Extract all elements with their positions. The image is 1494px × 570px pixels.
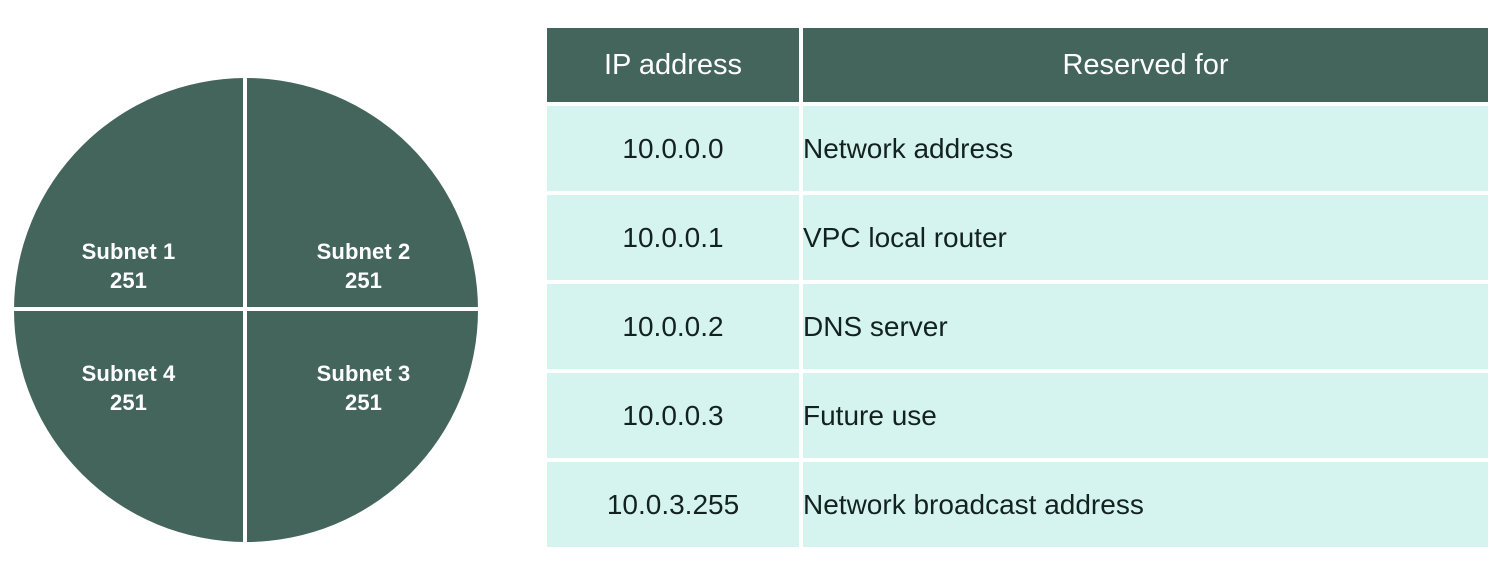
- cell-ip-address: 10.0.0.1: [547, 191, 803, 280]
- cell-ip-address: 10.0.3.255: [547, 458, 803, 547]
- cell-reserved-for: Future use: [803, 369, 1488, 458]
- pie-slice-subnet-3-value: 251: [344, 390, 382, 416]
- cell-reserved-for: DNS server: [803, 280, 1488, 369]
- reserved-ip-table: IP address Reserved for 10.0.0.0 Network…: [547, 28, 1488, 547]
- pie-slice-subnet-3-label: Subnet 3: [316, 361, 411, 386]
- pie-slice-subnet-3: Subnet 3 251: [249, 313, 478, 542]
- pie-slice-subnet-4: Subnet 4 251: [14, 313, 243, 542]
- column-header-reserved-for: Reserved for: [803, 28, 1488, 102]
- cell-ip-address: 10.0.0.2: [547, 280, 803, 369]
- column-header-ip-address: IP address: [547, 28, 803, 102]
- pie-slice-subnet-1-value: 251: [109, 267, 147, 293]
- cell-reserved-for: Network address: [803, 102, 1488, 191]
- table-row: 10.0.0.3 Future use: [547, 369, 1488, 458]
- table-row: 10.0.0.0 Network address: [547, 102, 1488, 191]
- cell-reserved-for: Network broadcast address: [803, 458, 1488, 547]
- pie-slice-subnet-4-value: 251: [109, 390, 147, 416]
- table-row: 10.0.0.1 VPC local router: [547, 191, 1488, 280]
- cell-reserved-for: VPC local router: [803, 191, 1488, 280]
- pie-divider-horizontal: [12, 307, 480, 311]
- table-row: 10.0.0.2 DNS server: [547, 280, 1488, 369]
- cell-ip-address: 10.0.0.3: [547, 369, 803, 458]
- table-row: 10.0.3.255 Network broadcast address: [547, 458, 1488, 547]
- pie-slice-subnet-1: Subnet 1 251: [14, 78, 243, 307]
- pie-slice-subnet-1-label: Subnet 1: [81, 238, 176, 264]
- cell-ip-address: 10.0.0.0: [547, 102, 803, 191]
- pie-slice-subnet-2: Subnet 2 251: [249, 78, 478, 307]
- table-header-row: IP address Reserved for: [547, 28, 1488, 102]
- pie-slice-subnet-4-label: Subnet 4: [81, 361, 176, 386]
- pie-slice-subnet-2-label: Subnet 2: [316, 238, 411, 264]
- subnet-pie-diagram: Subnet 1 251 Subnet 2 251 Subnet 4 251 S…: [12, 76, 480, 544]
- pie-slice-subnet-2-value: 251: [344, 267, 382, 293]
